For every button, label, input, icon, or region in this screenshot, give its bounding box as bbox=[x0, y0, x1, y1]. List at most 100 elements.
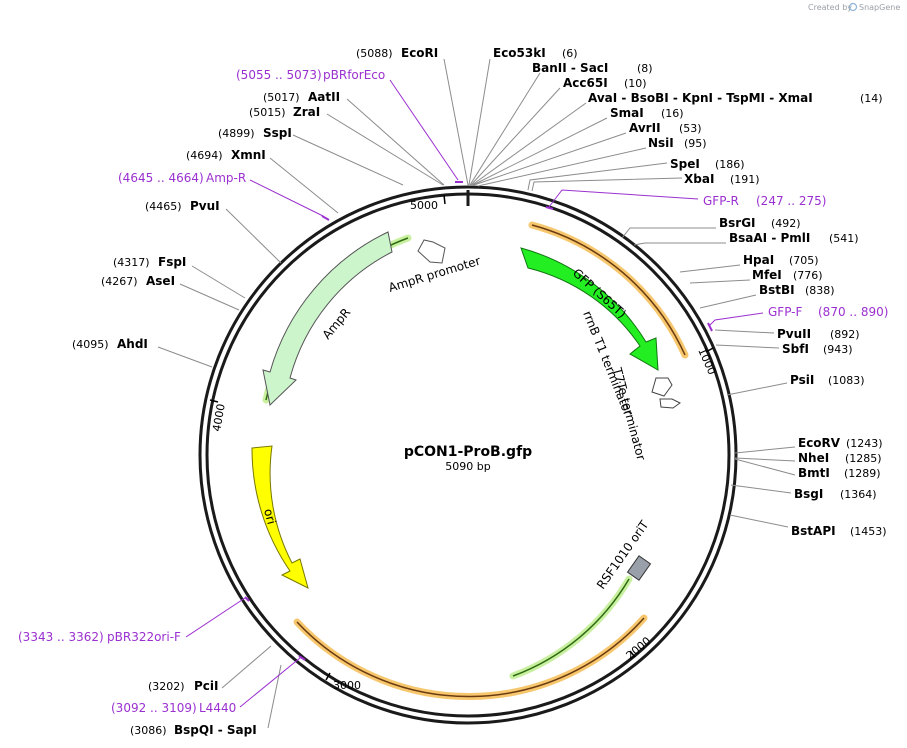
enzyme-pvui[interactable]: (4465)PvuI bbox=[145, 199, 220, 213]
ori-label: ori bbox=[261, 507, 279, 526]
enzyme-avai-group[interactable]: AvaI - BsoBI - KpnI - TspMI - XmaI(14) bbox=[588, 91, 883, 105]
enzyme-smai[interactable]: SmaI(16) bbox=[610, 106, 684, 120]
gfp-arrow bbox=[520, 247, 659, 371]
svg-text:(1289): (1289) bbox=[844, 467, 881, 480]
enzyme-asei[interactable]: (4267)AseI bbox=[101, 274, 175, 288]
svg-text:(14): (14) bbox=[860, 92, 883, 105]
svg-text:BspQI - SapI: BspQI - SapI bbox=[174, 723, 257, 737]
primer-l4440[interactable]: (3092 .. 3109)L4440 bbox=[111, 701, 236, 715]
feature-ori[interactable]: ori bbox=[251, 445, 309, 589]
svg-text:ZraI: ZraI bbox=[293, 105, 320, 119]
svg-text:SpeI: SpeI bbox=[670, 157, 700, 171]
primer-pbr322ori-f[interactable]: (3343 .. 3362)pBR322ori-F bbox=[18, 630, 181, 644]
svg-text:(247 .. 275): (247 .. 275) bbox=[756, 194, 826, 208]
svg-text:AhdI: AhdI bbox=[117, 337, 148, 351]
svg-text:(4694): (4694) bbox=[186, 149, 223, 162]
rsf-box bbox=[626, 555, 652, 581]
primer-leader-lines bbox=[185, 79, 764, 708]
enzyme-bmti[interactable]: BmtI (1289) bbox=[798, 466, 881, 480]
enzyme-bsgi[interactable]: BsgI(1364) bbox=[794, 487, 877, 501]
svg-text:XmnI: XmnI bbox=[231, 148, 266, 162]
primer-amp-r[interactable]: (4645 .. 4664)Amp-R bbox=[118, 171, 246, 185]
enzyme-sspi[interactable]: (4899)SspI bbox=[218, 126, 292, 140]
svg-text:FspI: FspI bbox=[158, 255, 186, 269]
svg-text:BmtI: BmtI bbox=[798, 466, 830, 480]
enzyme-bspqi-sapi[interactable]: (3086) BspQI - SapI bbox=[130, 723, 257, 737]
svg-text:(3092 .. 3109): (3092 .. 3109) bbox=[111, 701, 197, 715]
primer-gfp-r[interactable]: GFP-R(247 .. 275) bbox=[703, 194, 826, 208]
svg-text:(1364): (1364) bbox=[840, 488, 877, 501]
svg-text:MfeI: MfeI bbox=[752, 268, 782, 282]
svg-text:EcoRI: EcoRI bbox=[401, 46, 438, 60]
svg-text:(838): (838) bbox=[805, 284, 835, 297]
enzyme-acc65i[interactable]: Acc65I(10) bbox=[563, 76, 647, 90]
enzyme-psii[interactable]: PsiI(1083) bbox=[790, 373, 865, 387]
enzyme-zrai[interactable]: (5015)ZraI bbox=[249, 105, 320, 119]
enzyme-ahdi[interactable]: (4095)AhdI bbox=[72, 337, 148, 351]
tick-5000: 5000 bbox=[410, 194, 446, 212]
enzyme-nhei[interactable]: NheI (1285) bbox=[798, 451, 882, 465]
backbone-outer bbox=[198, 185, 738, 725]
svg-text:(705): (705) bbox=[789, 254, 819, 267]
svg-text:GFP-F: GFP-F bbox=[768, 305, 803, 319]
enzyme-avrii[interactable]: AvrII(53) bbox=[629, 121, 702, 135]
enzyme-bsaai-pmli[interactable]: BsaAI - PmlI(541) bbox=[729, 231, 859, 245]
enzyme-ecori[interactable]: (5088)EcoRI bbox=[356, 46, 438, 60]
primer-gfp-f[interactable]: GFP-F (870 .. 890) bbox=[768, 305, 888, 319]
svg-text:(943): (943) bbox=[823, 343, 853, 356]
svg-text:BsrGI: BsrGI bbox=[719, 216, 756, 230]
tick-label-3000: 3000 bbox=[333, 679, 361, 692]
enzyme-xmni[interactable]: (4694) XmnI bbox=[186, 148, 266, 162]
primer-pbrforeco[interactable]: (5055 .. 5073)pBRforEco bbox=[236, 68, 385, 82]
svg-text:L4440: L4440 bbox=[199, 701, 236, 715]
svg-text:(4267): (4267) bbox=[101, 275, 138, 288]
enzyme-nsii[interactable]: NsiI(95) bbox=[648, 136, 707, 150]
feature-gfp[interactable]: GFP (S65T) bbox=[520, 247, 659, 371]
enzyme-bsrgi[interactable]: BsrGI(492) bbox=[719, 216, 801, 230]
orf-arc-bottom-right bbox=[509, 575, 633, 680]
enzyme-hpai[interactable]: HpaI (705) bbox=[743, 253, 819, 267]
svg-text:(8): (8) bbox=[637, 62, 653, 75]
feature-rsf1010-orit[interactable]: RSF1010 oriT bbox=[594, 517, 652, 591]
svg-text:XbaI: XbaI bbox=[684, 172, 714, 186]
enzyme-bstapi[interactable]: BstAPI(1453) bbox=[791, 524, 887, 538]
svg-text:(776): (776) bbox=[793, 269, 823, 282]
svg-text:NheI: NheI bbox=[798, 451, 829, 465]
svg-text:SspI: SspI bbox=[263, 126, 292, 140]
t7te-terminator-shape bbox=[659, 398, 681, 409]
svg-text:(191): (191) bbox=[730, 173, 760, 186]
svg-text:(1243): (1243) bbox=[846, 437, 883, 450]
svg-text:AvrII: AvrII bbox=[629, 121, 661, 135]
enzyme-aatii[interactable]: (5017)AatII bbox=[263, 90, 340, 104]
svg-text:EcoRV: EcoRV bbox=[798, 436, 841, 450]
primer-mark-pbr322ori-f bbox=[244, 596, 250, 602]
enzyme-xbai[interactable]: XbaI (191) bbox=[684, 172, 760, 186]
svg-text:(3086): (3086) bbox=[130, 724, 167, 737]
enzyme-bstbi[interactable]: BstBI(838) bbox=[759, 283, 835, 297]
enzyme-mfei[interactable]: MfeI (776) bbox=[752, 268, 823, 282]
tick-4000: 4000 bbox=[209, 399, 228, 433]
svg-text:(16): (16) bbox=[661, 107, 684, 120]
svg-text:HpaI: HpaI bbox=[743, 253, 774, 267]
svg-text:Amp-R: Amp-R bbox=[206, 171, 246, 185]
snapgene-credit: Created by SnapGene bbox=[808, 2, 900, 12]
svg-text:PvuI: PvuI bbox=[190, 199, 220, 213]
enzyme-spei[interactable]: SpeI(186) bbox=[670, 157, 745, 171]
enzyme-eco53ki[interactable]: Eco53kI(6) bbox=[493, 46, 578, 60]
svg-text:(1083): (1083) bbox=[828, 374, 865, 387]
svg-text:(95): (95) bbox=[684, 137, 707, 150]
tick-label-4000: 4000 bbox=[210, 403, 228, 433]
enzyme-banii-saci[interactable]: BanII - SacI(8) bbox=[532, 61, 653, 75]
enzyme-pvuii[interactable]: PvuII(892) bbox=[777, 327, 860, 341]
enzyme-fspi[interactable]: (4317) FspI bbox=[113, 255, 186, 269]
enzyme-pcii[interactable]: (3202)PciI bbox=[148, 679, 219, 693]
svg-text:(870 .. 890): (870 .. 890) bbox=[818, 305, 888, 319]
feature-ampr[interactable]: AmpR bbox=[262, 231, 393, 406]
rrnb-terminator-shape bbox=[651, 377, 673, 397]
enzyme-ecorv[interactable]: EcoRV (1243) bbox=[798, 436, 883, 450]
svg-text:(1285): (1285) bbox=[845, 452, 882, 465]
enzyme-sbfi[interactable]: SbfI(943) bbox=[782, 342, 853, 356]
feature-ampr-promoter[interactable]: AmpR promoter bbox=[387, 239, 482, 295]
svg-text:(4317): (4317) bbox=[113, 256, 150, 269]
primer-mark-amp-r bbox=[321, 215, 330, 221]
